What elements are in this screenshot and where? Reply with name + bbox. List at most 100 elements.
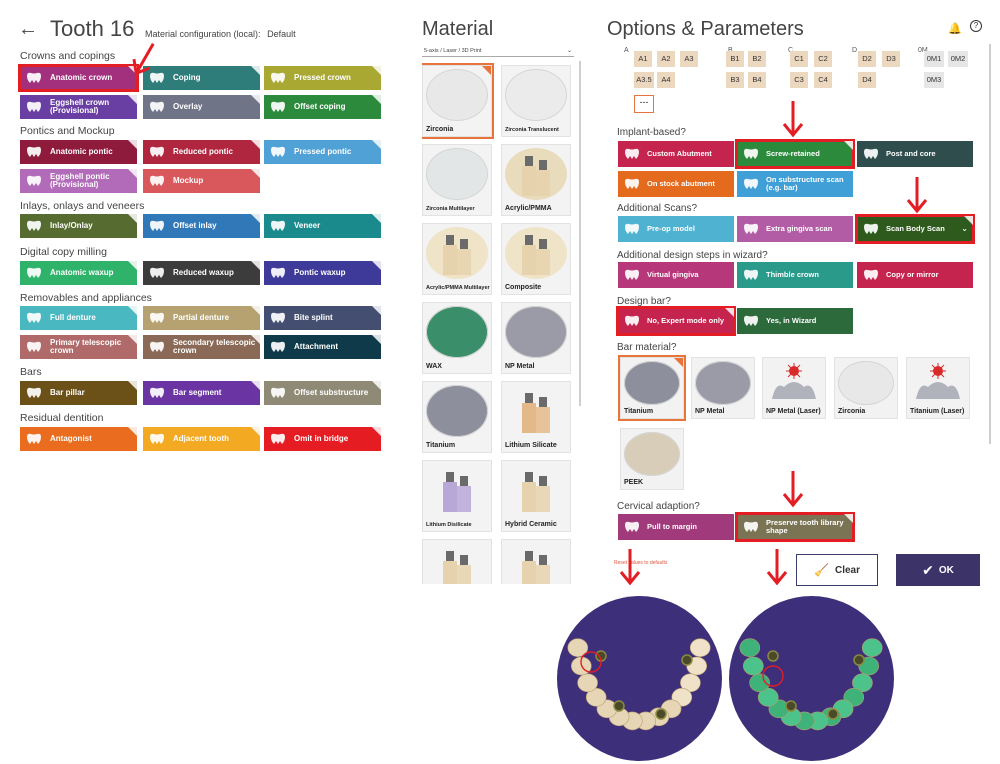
material-card-acrylic-pmma-multilayer[interactable]: Acrylic/PMMA Multilayer: [422, 223, 492, 295]
shade-a1[interactable]: A1: [634, 51, 652, 67]
tile-adjacent-tooth[interactable]: Adjacent tooth: [143, 427, 260, 451]
bar-material-peek[interactable]: PEEK: [620, 428, 684, 490]
option-yes-in-wizard[interactable]: Yes, in Wizard: [737, 308, 853, 334]
tile-veneer[interactable]: Veneer: [264, 214, 381, 238]
tile-eggshell-crown-provisional-[interactable]: Eggshell crown (Provisional): [20, 95, 137, 119]
tile-bar-segment[interactable]: Bar segment: [143, 381, 260, 405]
tile-partial-denture[interactable]: Partial denture: [143, 306, 260, 330]
tile-mockup[interactable]: Mockup: [143, 169, 260, 193]
tile-coping[interactable]: Coping: [143, 66, 260, 90]
options-scrollbar[interactable]: [989, 44, 991, 444]
bar-material-zirconia[interactable]: Zirconia: [834, 357, 898, 419]
shade-a4[interactable]: A4: [657, 72, 675, 88]
more-shades-button[interactable]: ---: [634, 95, 654, 113]
material-card-zirconia-translucent[interactable]: Zirconia Translucent: [501, 65, 571, 137]
shade-0m2[interactable]: 0M2: [948, 51, 968, 67]
back-arrow-icon[interactable]: ←: [18, 18, 38, 40]
corner-marker: [128, 169, 137, 178]
shade-a3[interactable]: A3: [680, 51, 698, 67]
material-card-zirconia-multilayer[interactable]: Zirconia Multilayer: [422, 144, 492, 216]
tile-reduced-waxup[interactable]: Reduced waxup: [143, 261, 260, 285]
tile-offset-coping[interactable]: Offset coping: [264, 95, 381, 119]
clear-button[interactable]: 🧹 Clear: [796, 554, 878, 586]
tile-pontic-waxup[interactable]: Pontic waxup: [264, 261, 381, 285]
bar-material-np-metal[interactable]: NP Metal: [691, 357, 755, 419]
option-virtual-gingiva[interactable]: Virtual gingiva: [618, 262, 734, 288]
shade-d3[interactable]: D3: [882, 51, 900, 67]
ok-button[interactable]: ✔ OK: [896, 554, 980, 586]
tile-full-denture[interactable]: Full denture: [20, 306, 137, 330]
option-extra-gingiva-scan[interactable]: Extra gingiva scan: [737, 216, 853, 242]
material-configuration[interactable]: Material configuration (local): Default: [145, 29, 296, 39]
shade-a2[interactable]: A2: [657, 51, 675, 67]
tile-attachment[interactable]: Attachment: [264, 335, 381, 359]
tile-secondary-telescopic-crown[interactable]: Secondary telescopic crown: [143, 335, 260, 359]
option-pull-to-margin[interactable]: Pull to margin: [618, 514, 734, 540]
tile-antagonist[interactable]: Antagonist: [20, 427, 137, 451]
option-thimble-crown[interactable]: Thimble crown: [737, 262, 853, 288]
bar-material-titanium-laser-[interactable]: Titanium (Laser): [906, 357, 970, 419]
section-bars: Bars: [20, 366, 42, 378]
shade-d4[interactable]: D4: [858, 72, 876, 88]
shade-a3-5[interactable]: A3.5: [634, 72, 654, 88]
material-card-np-metal[interactable]: NP Metal: [501, 302, 571, 374]
tile-bar-pillar[interactable]: Bar pillar: [20, 381, 137, 405]
material-card-hybrid-ceramic[interactable]: Hybrid Ceramic: [501, 460, 571, 532]
tile-anatomic-crown[interactable]: Anatomic crown: [18, 64, 139, 92]
option-no-expert-mode-only[interactable]: No, Expert mode only: [616, 306, 736, 336]
material-card-lithium-silicate[interactable]: Lithium Silicate: [501, 381, 571, 453]
tile-eggshell-pontic-provisional-[interactable]: Eggshell pontic (Provisional): [20, 169, 137, 193]
option-custom-abutment[interactable]: Custom Abutment: [618, 141, 734, 167]
option-screw-retained[interactable]: Screw-retained: [735, 139, 855, 169]
tile-omit-in-bridge[interactable]: Omit in bridge: [264, 427, 381, 451]
tile-reduced-pontic[interactable]: Reduced pontic: [143, 140, 260, 164]
bar-material-np-metal-laser-[interactable]: NP Metal (Laser): [762, 357, 826, 419]
shade-b3[interactable]: B3: [726, 72, 744, 88]
option-on-substructure-scan-e-g-bar-[interactable]: On substructure scan (e.g. bar): [737, 171, 853, 197]
tile-pressed-pontic[interactable]: Pressed pontic: [264, 140, 381, 164]
shade-c4[interactable]: C4: [814, 72, 832, 88]
material-card-wax[interactable]: WAX: [422, 302, 492, 374]
option-scan-body-scan[interactable]: Scan Body Scan⌄: [855, 214, 975, 244]
material-card-acrylic-pmma[interactable]: Acrylic/PMMA: [501, 144, 571, 216]
material-card-unnamed-13[interactable]: [501, 539, 571, 584]
tile-overlay[interactable]: Overlay: [143, 95, 260, 119]
material-process-select[interactable]: 5-axis / Laser / 3D Print ⌄: [422, 46, 574, 57]
option-on-stock-abutment[interactable]: On stock abutment: [618, 171, 734, 197]
preop-model-icon: [622, 221, 642, 237]
material-card-titanium[interactable]: Titanium: [422, 381, 492, 453]
bar-material-titanium[interactable]: Titanium: [618, 355, 686, 421]
material-card-zirconia[interactable]: Zirconia: [422, 63, 494, 139]
corner-marker: [128, 381, 137, 390]
tile-inlay-onlay[interactable]: Inlay/Onlay: [20, 214, 137, 238]
tile-offset-substructure[interactable]: Offset substructure: [264, 381, 381, 405]
tile-offset-inlay[interactable]: Offset inlay: [143, 214, 260, 238]
material-scrollbar[interactable]: [579, 61, 581, 406]
option-pre-op-model[interactable]: Pre-op model: [618, 216, 734, 242]
option-preserve-tooth-library-shape[interactable]: Preserve tooth library shape: [735, 512, 855, 542]
material-card-unnamed-12[interactable]: [422, 539, 492, 584]
option-post-and-core[interactable]: Post and core: [857, 141, 973, 167]
material-card-lithium-disilicate[interactable]: Lithium Disilicate: [422, 460, 492, 532]
shade-b1[interactable]: B1: [726, 51, 744, 67]
bell-icon[interactable]: 🔔: [948, 23, 962, 35]
shade-0m3[interactable]: 0M3: [924, 72, 944, 88]
tile-pressed-crown[interactable]: Pressed crown: [264, 66, 381, 90]
reset-defaults-link[interactable]: Reset values to defaults: [614, 560, 668, 566]
shade-d2[interactable]: D2: [858, 51, 876, 67]
material-card-composite[interactable]: Composite: [501, 223, 571, 295]
tile-anatomic-pontic[interactable]: Anatomic pontic: [20, 140, 137, 164]
shade-0m1[interactable]: 0M1: [924, 51, 944, 67]
shade-c1[interactable]: C1: [790, 51, 808, 67]
help-icon[interactable]: ?: [970, 20, 982, 32]
corner-marker: [128, 306, 137, 315]
shade-b2[interactable]: B2: [748, 51, 766, 67]
shade-c3[interactable]: C3: [790, 72, 808, 88]
tile-anatomic-waxup[interactable]: Anatomic waxup: [20, 261, 137, 285]
shade-b4[interactable]: B4: [748, 72, 766, 88]
tile-primary-telescopic-crown[interactable]: Primary telescopic crown: [20, 335, 137, 359]
tile-bite-splint[interactable]: Bite splint: [264, 306, 381, 330]
option-copy-or-mirror[interactable]: Copy or mirror: [857, 262, 973, 288]
shade-c2[interactable]: C2: [814, 51, 832, 67]
